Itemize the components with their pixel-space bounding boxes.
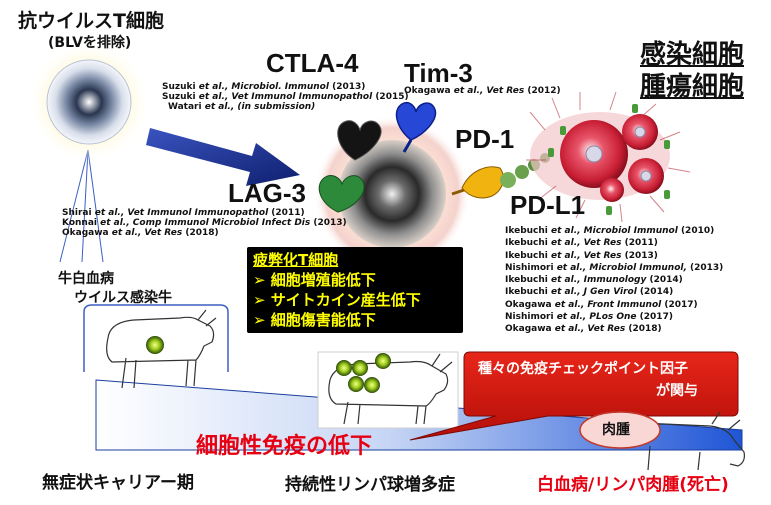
infected-cow-label: ウイルス感染牛 (74, 290, 172, 306)
immunity-decline-label: 細胞性免疫の低下 (196, 434, 373, 459)
citation: Ikebuchi et al., Microbiol Immunol (2010… (505, 226, 715, 236)
citation: Ikebuchi et al., J Gen Virol (2014) (505, 287, 674, 298)
tumor-cell-cluster (526, 91, 691, 223)
checkpoint-callout-text-2: が関与 (656, 383, 698, 399)
tcell-leader-lines (59, 149, 104, 263)
tumor-mass (579, 411, 661, 449)
carrier-cow-illustration (106, 309, 217, 389)
checkpoint-callout-text: 種々の免疫チェックポイント因子 (478, 361, 688, 377)
carrier-bracket (83, 304, 229, 372)
exhausted-feature-item: ➢ 細胞傷害能低下 (253, 311, 376, 329)
infected-cell-dot (146, 336, 164, 354)
bovine-leukemia-label: 牛白血病 (58, 271, 114, 287)
pd1-receptor-icon (461, 166, 504, 199)
stage-asymptomatic: 無症状キャリアー期 (42, 473, 194, 493)
lag3-citations: Shirai et al., Vet Immunol Immunopathol … (62, 208, 347, 238)
pd1-label: PD-1 (455, 124, 515, 154)
lag3-receptor-icon (318, 175, 365, 213)
ctla4-receptor-icon (337, 120, 382, 161)
citation: Okagawa et al., Vet Res (2012) (404, 86, 561, 96)
exhausted-feature-item: ➢ 細胞増殖能低下 (253, 271, 376, 289)
exhausted-feature-item: ➢ サイトカイン産生低下 (253, 291, 421, 309)
tcell-subtitle: (BLVを排除) (48, 35, 132, 51)
citation: Nishimori et al., PLos One (2017) (505, 312, 673, 323)
stage-leukemia: 白血病/リンパ肉腫(死亡) (537, 475, 729, 495)
citation: Ikebuchi et al., Immunology (2014) (505, 275, 683, 286)
lag3-label: LAG-3 (228, 178, 306, 208)
citation: Watari et al., (in submission) (168, 102, 316, 112)
stage-lymphocytosis: 持続性リンパ球増多症 (285, 475, 455, 495)
ctla4-label: CTLA-4 (266, 48, 359, 78)
ctla4-citations: Suzuki et al., Microbiol. Immunol (2013)… (162, 82, 409, 112)
infected-cell-label: 感染細胞 (640, 40, 745, 70)
citation: Ikebuchi et al., Vet Res (2013) (505, 250, 658, 261)
tim3-label: Tim-3 (404, 58, 473, 88)
checkpoint-callout (409, 351, 739, 441)
pd-citations: Ikebuchi et al., Microbiol Immunol (2010… (505, 225, 723, 336)
citation: Ikebuchi et al., Vet Res (2011) (505, 238, 658, 249)
lymphoma-cow-illustration (627, 411, 745, 471)
tumor-cell-label: 腫瘍細胞 (640, 72, 745, 102)
citation: Okagawa et al., Vet Res (2018) (62, 228, 219, 238)
exhausted-tcell-header: 疲弊化T細胞 (253, 251, 339, 269)
tim3-receptor-icon (395, 101, 437, 141)
citation: Konnai et al., Comp Immunol Microbiol In… (62, 218, 347, 228)
tcell-title: 抗ウイルスT細胞 (18, 10, 164, 32)
exhausted-tcell (338, 140, 446, 248)
citation: Suzuki et al., Microbiol. Immunol (2013) (162, 82, 366, 92)
tumor-tag: 肉腫 (602, 422, 630, 438)
citation: Suzuki et al., Vet Immunol Immunopathol … (162, 92, 409, 102)
citation: Okagawa et al., Vet Res (2018) (505, 324, 662, 335)
citation: Okagawa et al., Front Immunol (2017) (505, 299, 698, 310)
citation: Shirai et al., Vet Immunol Immunopathol … (62, 208, 305, 218)
pdl1-label: PD-L1 (510, 190, 586, 220)
exhausted-tcell-box: 疲弊化T細胞 ➢ 細胞増殖能低下 ➢ サイトカイン産生低下 ➢ 細胞傷害能低下 (247, 247, 463, 333)
infected-cell-dots (336, 353, 391, 393)
tim3-citations: Okagawa et al., Vet Res (2012) (404, 86, 561, 96)
pl-cow-illustration (328, 353, 453, 425)
citation: Nishimori et al., Microbiol Immunol, (20… (505, 262, 724, 273)
exhaustion-arrow (146, 128, 300, 186)
antiviral-tcell (46, 59, 132, 145)
